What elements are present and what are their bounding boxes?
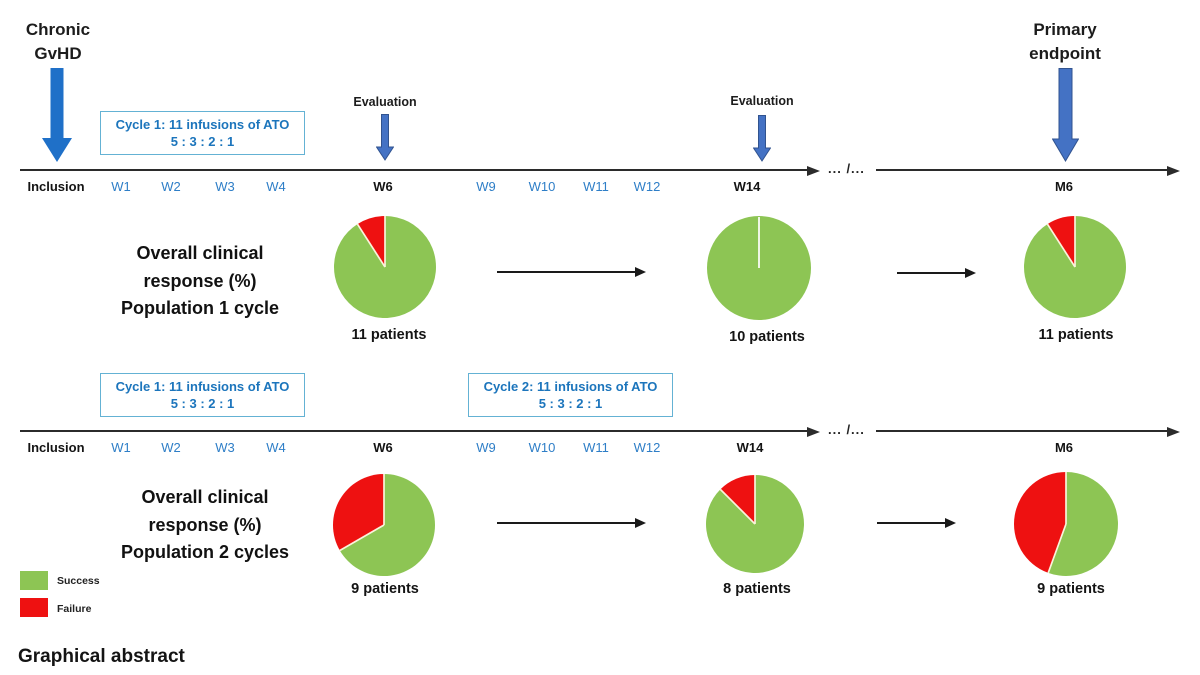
pie-row1-w6	[333, 215, 437, 324]
flow-arrow-row2-a-icon	[497, 517, 646, 528]
cycle2-box-line1: Cycle 2: 11 infusions of ATO	[483, 379, 658, 394]
cycle1-box-line2: 5 : 3 : 2 : 1	[170, 134, 235, 149]
timeline2-arrowhead2-icon	[1167, 427, 1180, 437]
tick-w3: W3	[215, 179, 235, 194]
evaluation-down-arrow-icon-w6	[376, 114, 394, 161]
tick-w10: W10	[528, 179, 556, 194]
evaluation-label-w14: Evaluation	[730, 94, 794, 108]
tick-w1: W1	[111, 179, 131, 194]
chronic-gvhd-label: Chronic GvHD	[14, 18, 102, 66]
cycle1-box-timeline2: Cycle 1: 11 infusions of ATO 5 : 3 : 2 :…	[100, 373, 305, 417]
legend-failure-swatch	[20, 598, 48, 617]
pie-row1-m6	[1023, 215, 1127, 324]
pie-row2-m6	[1013, 471, 1119, 582]
tick-w2: W2	[161, 179, 181, 194]
pie-row2-w6-caption: 9 patients	[351, 581, 419, 597]
tick-w2: W2	[161, 440, 181, 455]
timeline1-axis-segment2	[876, 169, 1167, 171]
primary-endpoint-label: Primary endpoint	[1012, 18, 1118, 66]
row2-title-line2: response (%)	[148, 514, 262, 535]
pie-row1-w14	[706, 215, 812, 326]
timeline1-arrowhead-icon	[807, 166, 820, 176]
cycle1-box2-line2: 5 : 3 : 2 : 1	[170, 396, 235, 411]
pie-row1-w6-caption: 11 patients	[351, 327, 427, 343]
tick-w9: W9	[476, 440, 496, 455]
row2-title-line3: Population 2 cycles	[120, 542, 290, 562]
legend-success-label: Success	[57, 575, 100, 587]
flow-arrow-row2-b-icon	[877, 517, 956, 528]
tick-w9: W9	[476, 179, 496, 194]
tick-w10: W10	[528, 440, 556, 455]
tick-inclusion: Inclusion	[27, 179, 85, 194]
cycle1-box-line1: Cycle 1: 11 infusions of ATO	[115, 117, 290, 132]
cycle1-box-timeline1: Cycle 1: 11 infusions of ATO 5 : 3 : 2 :…	[100, 111, 305, 155]
legend-failure-label: Failure	[57, 603, 92, 615]
tick-w6: W6	[373, 440, 393, 455]
row1-title-line3: Population 1 cycle	[120, 298, 280, 318]
evaluation-down-arrow-icon-w14	[753, 115, 771, 162]
pie-row2-m6-caption: 9 patients	[1037, 581, 1105, 597]
pie-row1-m6-caption: 11 patients	[1038, 327, 1114, 343]
pie-row2-w14	[705, 474, 805, 579]
tick-m6: M6	[1054, 179, 1074, 194]
pie-row1-w14-caption: 10 patients	[729, 329, 805, 345]
legend-success-swatch	[20, 571, 48, 590]
tick-w14: W14	[736, 440, 764, 455]
row1-title: Overall clinical response (%) Population…	[100, 240, 300, 323]
timeline1-arrowhead2-icon	[1167, 166, 1180, 176]
tick-w14: W14	[733, 179, 761, 194]
tick-w3: W3	[215, 440, 235, 455]
tick-w11: W11	[583, 179, 609, 194]
timeline2-axis	[20, 430, 807, 432]
cycle2-box-line2: 5 : 3 : 2 : 1	[538, 396, 603, 411]
primary-endpoint-down-arrow-icon	[1052, 68, 1079, 162]
timeline2-axis-segment2	[876, 430, 1167, 432]
cycle1-box2-line1: Cycle 1: 11 infusions of ATO	[115, 379, 290, 394]
timeline2-arrowhead-icon	[807, 427, 820, 437]
timeline2-ticks: Inclusion W1 W2 W3 W4 W6 W9 W10 W11 W12 W14 M6	[0, 440, 1200, 458]
figure-caption: Graphical abstract	[18, 646, 185, 667]
pie-row2-w14-caption: 8 patients	[723, 581, 791, 597]
timeline1-gap-label: ... /...	[828, 161, 865, 176]
row1-title-line1: Overall clinical	[136, 243, 264, 263]
row2-title-line1: Overall clinical	[141, 487, 269, 507]
timeline1-ticks: Inclusion W1 W2 W3 W4 W6 W9 W10 W11 W12 W14 M6	[0, 179, 1200, 197]
cycle2-box-timeline2: Cycle 2: 11 infusions of ATO 5 : 3 : 2 :…	[468, 373, 673, 417]
tick-inclusion: Inclusion	[27, 440, 85, 455]
primary-endpoint-line1: Primary	[1033, 20, 1097, 39]
chronic-gvhd-line1: Chronic	[25, 20, 91, 39]
chronic-gvhd-line2: GvHD	[34, 44, 82, 63]
tick-m6: M6	[1054, 440, 1074, 455]
timeline1-axis	[20, 169, 807, 171]
tick-w11: W11	[583, 440, 609, 455]
tick-w12: W12	[633, 179, 661, 194]
flow-arrow-row1-b-icon	[897, 267, 976, 278]
row2-title: Overall clinical response (%) Population…	[100, 484, 310, 567]
tick-w4: W4	[266, 179, 286, 194]
row1-title-line2: response (%)	[143, 270, 257, 291]
tick-w12: W12	[633, 440, 661, 455]
tick-w6: W6	[373, 179, 393, 194]
flow-arrow-row1-a-icon	[497, 266, 646, 277]
evaluation-label-w6: Evaluation	[353, 95, 417, 109]
pie-row2-w6	[332, 473, 436, 582]
timeline2-gap-label: ... /...	[828, 422, 865, 437]
tick-w4: W4	[266, 440, 286, 455]
tick-w1: W1	[111, 440, 131, 455]
primary-endpoint-line2: endpoint	[1029, 44, 1101, 63]
chronic-gvhd-down-arrow-icon	[42, 68, 72, 162]
